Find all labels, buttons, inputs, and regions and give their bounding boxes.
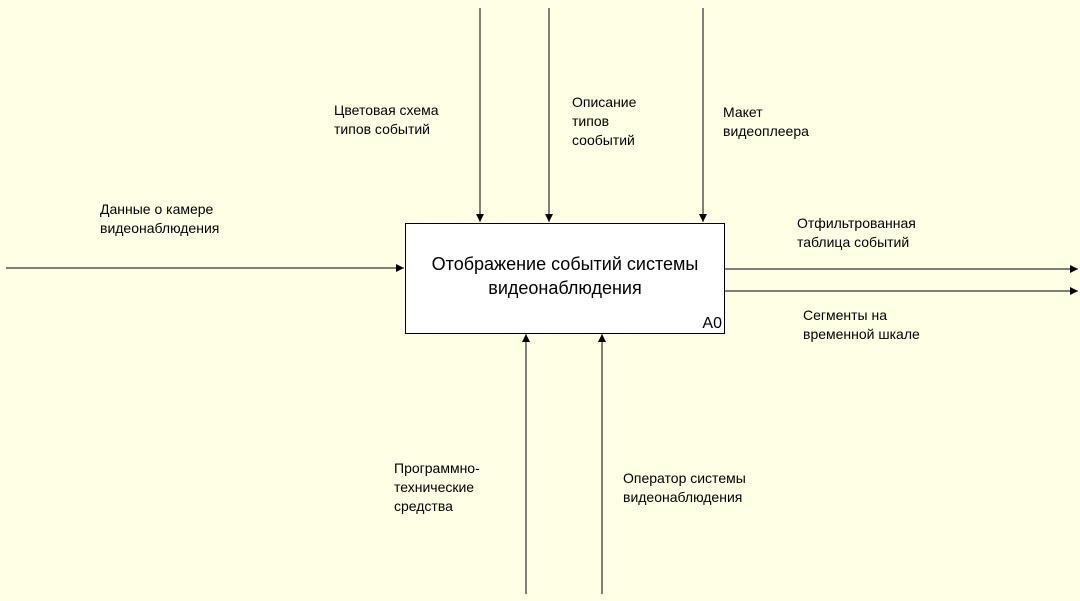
label-line: технические: [394, 479, 475, 495]
function-box-title: Отображение событий системы видеонаблюде…: [406, 252, 724, 300]
function-box-title-line: Отображение событий системы: [431, 254, 699, 274]
control-label-player-layout: Макет видеоплеера: [723, 103, 809, 141]
control-label-event-types: Описание типов сообытий: [572, 93, 636, 150]
label-line: Макет: [723, 104, 763, 120]
label-line: Сегменты на: [803, 307, 888, 323]
output-label-filtered-table: Отфильтрованная таблица событий: [797, 214, 916, 252]
label-line: средства: [394, 498, 453, 514]
control-label-color-scheme: Цветовая схема типов событий: [334, 101, 439, 139]
label-line: Описание: [572, 94, 637, 110]
label-line: временной шкале: [803, 326, 920, 342]
label-line: Отфильтрованная: [797, 215, 916, 231]
label-line: Цветовая схема: [334, 102, 439, 118]
label-line: типов: [572, 113, 610, 129]
label-line: типов событий: [334, 121, 431, 137]
mechanism-label-operator: Оператор системы видеонаблюдения: [623, 469, 746, 507]
label-line: Оператор системы: [623, 470, 746, 486]
label-line: видеоплеера: [723, 123, 809, 139]
label-line: Данные о камере: [100, 201, 214, 217]
label-line: видеонаблюдения: [623, 489, 743, 505]
mechanism-label-software-hardware: Программно- технические средства: [394, 459, 480, 516]
label-line: Программно-: [394, 460, 480, 476]
function-box-title-line: видеонаблюдения: [488, 278, 642, 298]
function-box-a0[interactable]: Отображение событий системы видеонаблюде…: [405, 223, 725, 334]
label-line: сообытий: [572, 132, 635, 148]
output-label-timeline-segments: Сегменты на временной шкале: [803, 306, 920, 344]
label-line: таблица событий: [797, 234, 910, 250]
function-box-number: A0: [702, 315, 722, 332]
label-line: видеонаблюдения: [100, 220, 220, 236]
input-label-camera-data: Данные о камере видеонаблюдения: [100, 200, 219, 238]
